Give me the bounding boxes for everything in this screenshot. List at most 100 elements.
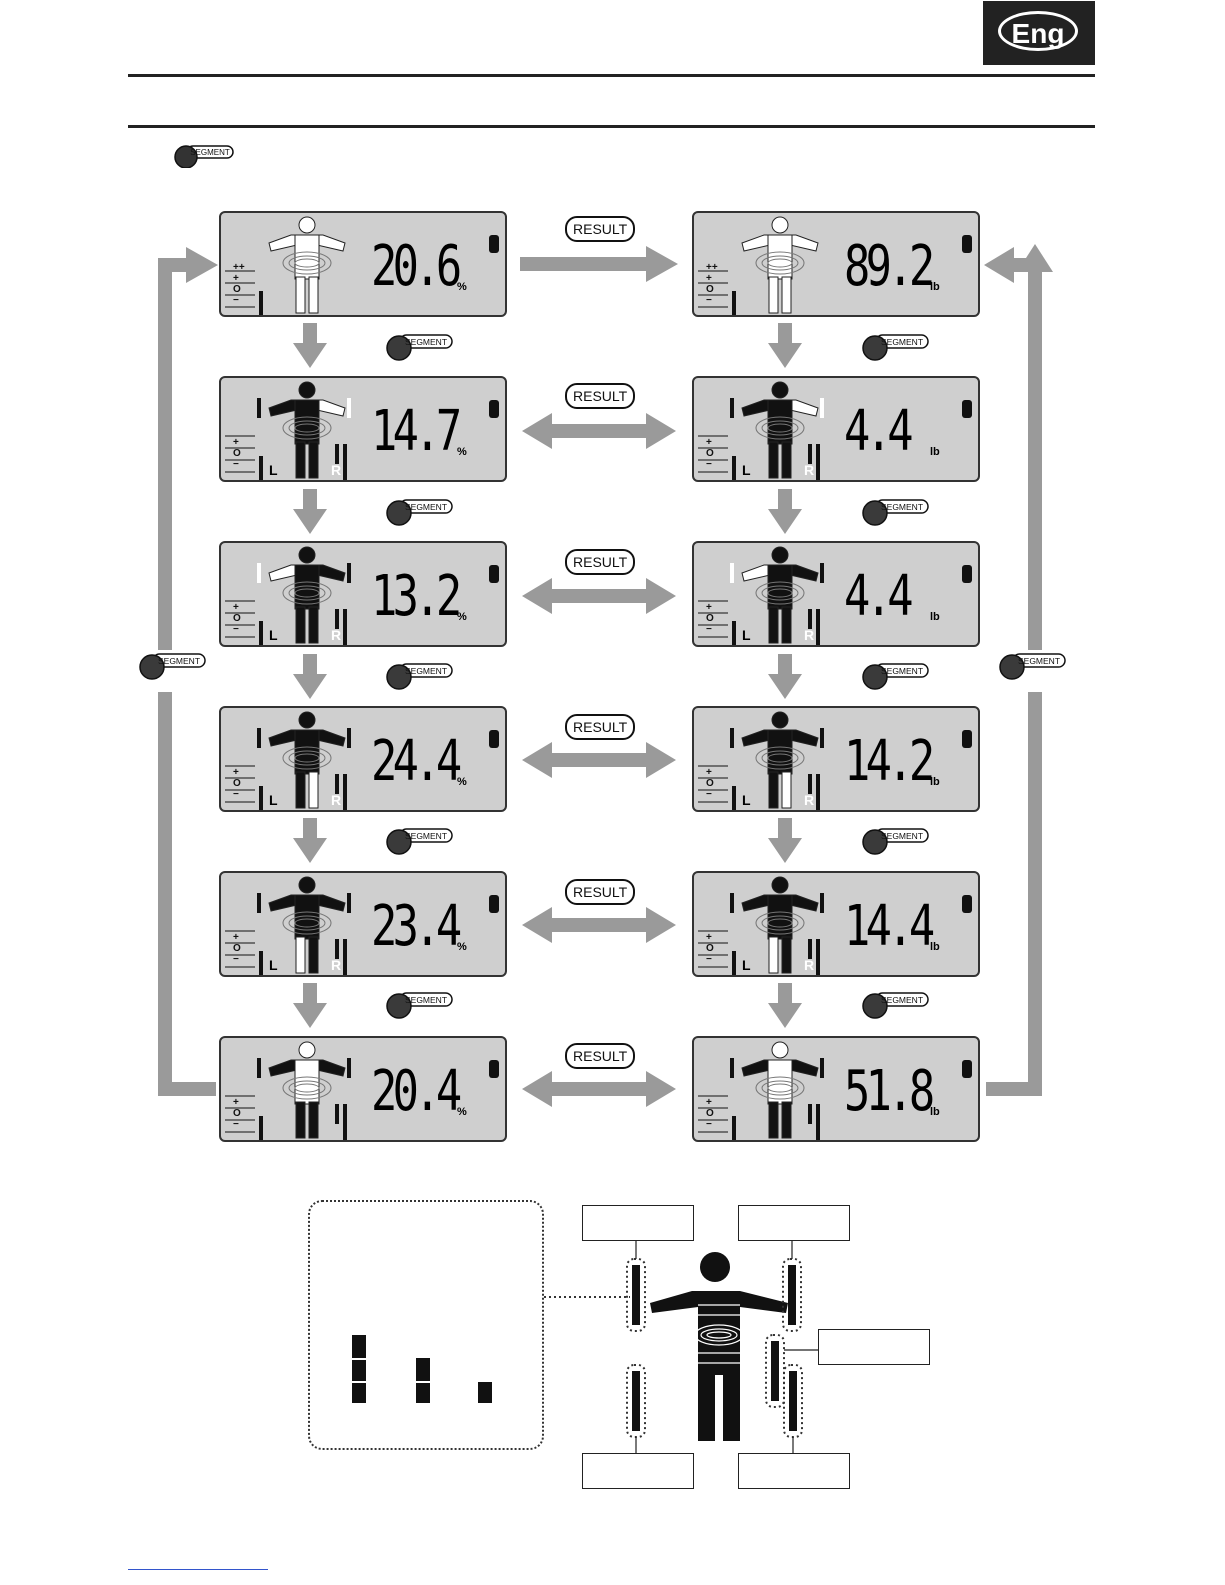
person-icon bbox=[962, 235, 972, 253]
callout-box-right-leg bbox=[738, 1453, 850, 1489]
lcd-unit: lb bbox=[930, 941, 940, 953]
lcd-value: 24.4 bbox=[371, 729, 462, 794]
segment-button-label: SEGMENT bbox=[881, 995, 923, 1005]
level-mark: + bbox=[233, 437, 239, 448]
lcd-value: 4.4 bbox=[844, 564, 914, 629]
level-mark: − bbox=[706, 459, 712, 470]
level-mark: + bbox=[233, 1097, 239, 1108]
result-button-label: RESULT bbox=[565, 383, 636, 409]
side-label-left: L bbox=[269, 627, 278, 643]
top-rule bbox=[128, 74, 1095, 77]
person-icon bbox=[489, 1060, 499, 1078]
lcd-value: 20.4 bbox=[371, 1059, 462, 1124]
lcd-value: 4.4 bbox=[844, 399, 914, 464]
lcd-unit: % bbox=[457, 611, 467, 623]
lcd-screen: +O− 20.4% bbox=[219, 1036, 507, 1142]
flow-arrows bbox=[158, 244, 1053, 1107]
level-mark: + bbox=[233, 767, 239, 778]
segment-button-icon: SEGMENT bbox=[384, 662, 454, 695]
level-mark: − bbox=[233, 789, 239, 800]
side-label-right: R bbox=[331, 792, 342, 808]
callout-box-right-arm bbox=[738, 1205, 850, 1241]
level-mark: − bbox=[706, 295, 712, 306]
double-arrow bbox=[522, 1071, 676, 1107]
footer-link-underline bbox=[128, 1569, 268, 1570]
language-badge-label: Eng bbox=[998, 11, 1078, 51]
person-icon bbox=[962, 895, 972, 913]
level-mark: − bbox=[706, 789, 712, 800]
callout-box-trunk bbox=[818, 1329, 930, 1365]
side-label-left: L bbox=[742, 792, 751, 808]
segment-button-label: SEGMENT bbox=[881, 666, 923, 676]
lcd-value: 13.2 bbox=[371, 564, 462, 629]
lcd-unit: % bbox=[457, 281, 467, 293]
level-mark: − bbox=[233, 459, 239, 470]
lcd-screen: +++O−20.6% bbox=[219, 211, 507, 317]
side-label-right: R bbox=[804, 792, 815, 808]
lcd-unit: lb bbox=[930, 1106, 940, 1118]
level-mark: O bbox=[233, 778, 241, 789]
level-mark: − bbox=[233, 954, 239, 965]
person-icon bbox=[489, 895, 499, 913]
level-mark: O bbox=[233, 943, 241, 954]
down-arrows-right bbox=[768, 323, 802, 1028]
lcd-unit: lb bbox=[930, 446, 940, 458]
side-label-left: L bbox=[269, 462, 278, 478]
lcd-unit: % bbox=[457, 1106, 467, 1118]
side-label-left: L bbox=[269, 792, 278, 808]
level-mark: − bbox=[233, 624, 239, 635]
segment-button-icon: SEGMENT bbox=[860, 662, 930, 695]
level-mark: O bbox=[706, 613, 714, 624]
segment-button-icon: SEGMENT bbox=[860, 827, 930, 860]
segment-button-icon: SEGMENT bbox=[860, 333, 930, 366]
segment-button-label: SEGMENT bbox=[881, 337, 923, 347]
side-label-right: R bbox=[331, 462, 342, 478]
level-mark: − bbox=[706, 954, 712, 965]
segment-button-icon: SEGMENT bbox=[384, 333, 454, 366]
level-mark: + bbox=[706, 602, 712, 613]
callout-box-left-leg bbox=[582, 1453, 694, 1489]
person-icon bbox=[489, 730, 499, 748]
segment-button-label: SEGMENT bbox=[405, 502, 447, 512]
double-arrow bbox=[522, 413, 676, 449]
segment-button-label: SEGMENT bbox=[158, 656, 200, 666]
segment-button-icon: SEGMENT bbox=[384, 991, 454, 1024]
level-mark: ++ bbox=[706, 262, 718, 273]
lcd-unit: % bbox=[457, 776, 467, 788]
segment-button-label: SEGMENT bbox=[881, 831, 923, 841]
level-mark: O bbox=[706, 448, 714, 459]
segment-button-label: SEGMENT bbox=[190, 148, 230, 157]
result-button-label: RESULT bbox=[565, 549, 636, 575]
segment-button-icon: SEGMENT bbox=[384, 827, 454, 860]
person-icon bbox=[962, 730, 972, 748]
level-mark: O bbox=[706, 943, 714, 954]
segment-button-icon: SEGMENT bbox=[860, 991, 930, 1024]
level-mark: − bbox=[706, 1119, 712, 1130]
person-icon bbox=[962, 1060, 972, 1078]
side-label-left: L bbox=[269, 957, 278, 973]
segment-button-label: SEGMENT bbox=[405, 337, 447, 347]
level-mark: + bbox=[706, 273, 712, 284]
level-mark: − bbox=[233, 1119, 239, 1130]
level-mark: O bbox=[233, 1108, 241, 1119]
result-button-label: RESULT bbox=[565, 1043, 636, 1069]
level-mark: + bbox=[233, 602, 239, 613]
lcd-value: 14.7 bbox=[371, 399, 462, 464]
segment-button-label: SEGMENT bbox=[405, 831, 447, 841]
lcd-unit: lb bbox=[930, 281, 940, 293]
lcd-value: 20.6 bbox=[371, 234, 462, 299]
segment-button-icon: SEGMENT bbox=[173, 144, 235, 173]
level-mark: O bbox=[233, 284, 241, 295]
lcd-screen: +O− 24.4% L R bbox=[219, 706, 507, 812]
double-arrow bbox=[522, 907, 676, 943]
side-label-right: R bbox=[804, 462, 815, 478]
lcd-value: 14.4 bbox=[844, 894, 935, 959]
